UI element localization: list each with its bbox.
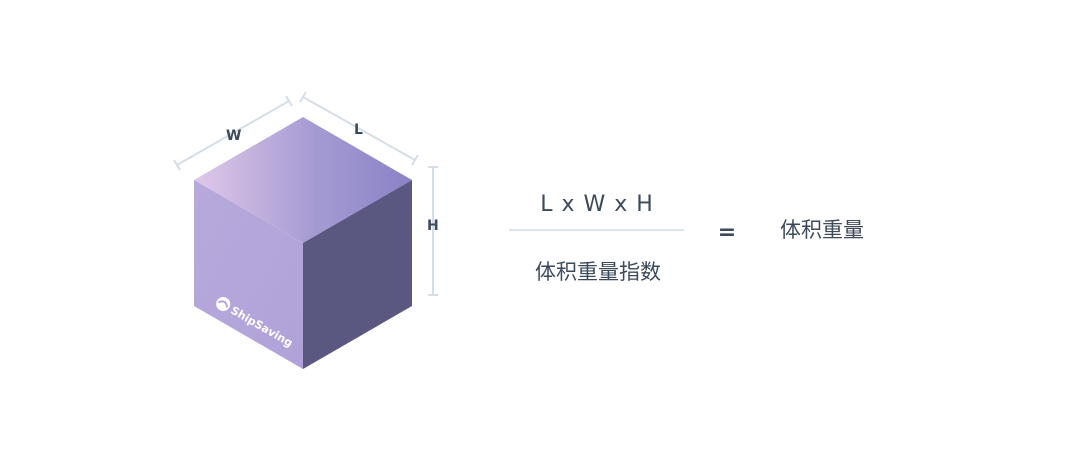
width-label: W	[226, 128, 241, 144]
dimension-height: H	[427, 166, 439, 296]
cube-left-face	[194, 180, 303, 369]
height-label: H	[427, 218, 439, 234]
package-cube	[194, 117, 412, 369]
dimension-width: W	[173, 95, 293, 171]
length-label: L	[354, 122, 363, 138]
formula: L x W x H 体积重量指数 = 体积重量	[509, 192, 864, 284]
formula-result: 体积重量	[780, 218, 864, 242]
cube-right-face	[303, 180, 412, 369]
formula-numerator: L x W x H	[540, 192, 654, 217]
logo-mark-icon	[216, 297, 231, 311]
formula-denominator: 体积重量指数	[535, 260, 661, 284]
dimension-length: L	[299, 91, 419, 166]
equals-sign: =	[718, 220, 736, 245]
